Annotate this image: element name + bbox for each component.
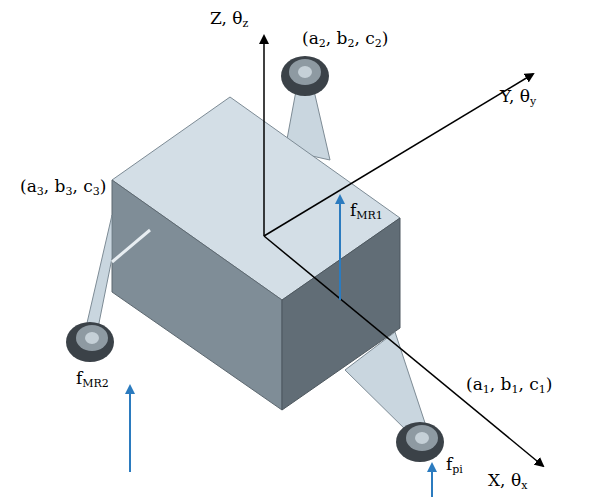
point-coordinates: (a3, b3, c3) xyxy=(20,176,106,196)
subscript: 3 xyxy=(37,185,44,198)
axis-label: Z, θz xyxy=(210,8,248,28)
subscript: 1 xyxy=(483,383,490,396)
subscript: pi xyxy=(452,463,463,476)
axis-label: X, θx xyxy=(488,470,527,490)
force-label: fMR2 xyxy=(76,368,109,388)
axis-label: Y, θy xyxy=(500,86,536,106)
subscript: y xyxy=(530,95,536,108)
force-label: fMR1 xyxy=(350,200,383,220)
subscript: 1 xyxy=(539,383,546,396)
point-coordinates: (a2, b2, c2) xyxy=(302,28,388,48)
subscript: MR1 xyxy=(356,209,383,222)
subscript: 2 xyxy=(347,37,354,50)
point-coordinates: (a1, b1, c1) xyxy=(466,374,552,394)
subscript: 2 xyxy=(375,37,382,50)
subscript: x xyxy=(521,479,527,492)
subscript: 3 xyxy=(65,185,72,198)
subscript: 3 xyxy=(93,185,100,198)
subscript: 2 xyxy=(319,37,326,50)
subscript: z xyxy=(243,17,249,30)
subscript: MR2 xyxy=(82,377,109,390)
subscript: 1 xyxy=(511,383,518,396)
force-label: fpi xyxy=(446,454,463,474)
